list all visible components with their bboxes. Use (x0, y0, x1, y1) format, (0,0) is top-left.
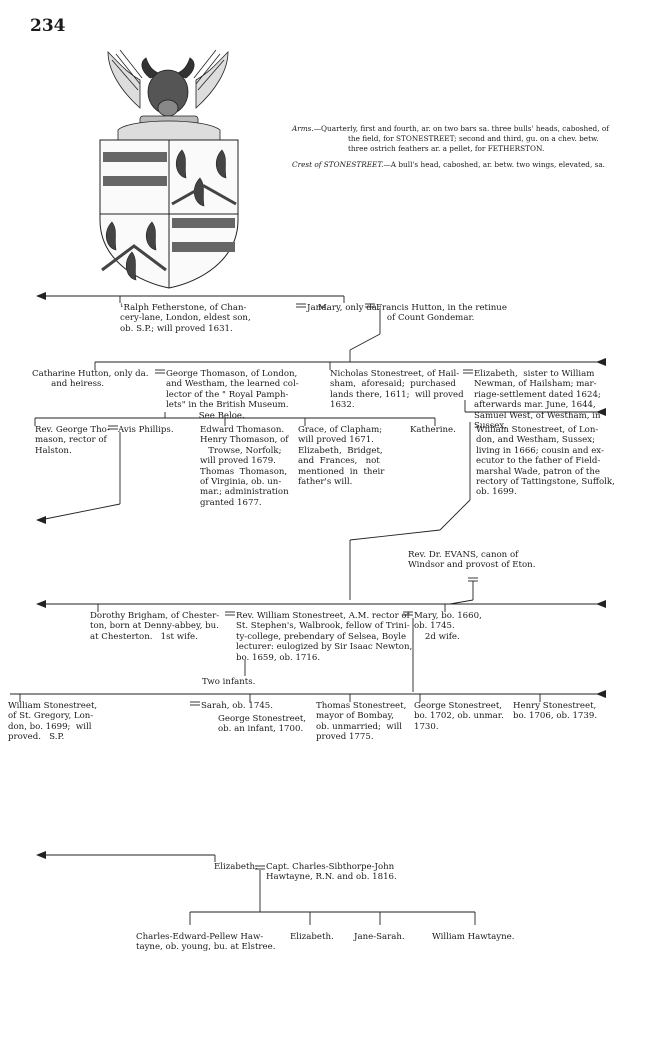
entry-henry-s: Henry Stonestreet, bo. 1706, ob. 1739. (513, 701, 597, 722)
entry-catharine: Catharine Hutton, only da. and heiress. (32, 369, 149, 390)
arms-text: —Quarterly, first and fourth, ar. on two… (314, 124, 609, 153)
arms-label: Arms. (292, 124, 314, 133)
entry-ralph: ¹Ralph Fetherstone, of Chan- cery-lane, … (120, 303, 251, 334)
entry-elizabeth-c: Elizabeth. (290, 932, 334, 942)
shield (100, 140, 238, 288)
entry-jane-sarah: Jane-Sarah. (354, 932, 405, 942)
entry-george-s: George Stonestreet, ob. an infant, 1700. (218, 714, 306, 735)
entry-charles-edward: Charles-Edward-Pellew Haw- tayne, ob. yo… (136, 932, 275, 953)
crest-wings (108, 50, 228, 108)
entry-elizabeth-h: Elizabeth. (214, 862, 258, 872)
entry-thomas-s: Thomas Stonestreet, mayor of Bombay, ob.… (316, 701, 406, 743)
entry-george-s2: George Stonestreet, bo. 1702, ob. unmar.… (414, 701, 504, 732)
entry-william-sen: William Stonestreet, of Lon- don, and We… (476, 425, 615, 498)
entry-nicholas: Nicholas Stonestreet, of Hail- sham, afo… (330, 369, 464, 411)
entry-avis: Avis Phillips. (118, 425, 174, 435)
entry-two-infants: Two infants. (202, 677, 255, 687)
entry-dorothy: Dorothy Brigham, of Chester- ton, born a… (90, 611, 219, 642)
entry-elizabeth-newman: Elizabeth, sister to William Newman, of … (474, 369, 601, 431)
crest-label: Crest of STONESTREET. (292, 160, 384, 169)
page-number: 234 (30, 16, 66, 36)
entry-mary-wife: Mary, bo. 1660, ob. 1745. 2d wife. (414, 611, 482, 642)
entry-william-jun: William Stonestreet, of St. Gregory, Lon… (8, 701, 97, 743)
entry-george-thomason: George Thomason, of London, and Westham,… (166, 369, 299, 421)
entry-grace: Grace, of Clapham; will proved 1671. Eli… (298, 425, 384, 487)
entry-francis: Francis Hutton, in the retinue of Count … (376, 303, 507, 324)
entry-edward: Edward Thomason. Henry Thomason, of Trow… (200, 425, 289, 508)
entry-rev-george: Rev. George Tho- mason, rector of Halsto… (35, 425, 110, 456)
entry-mary: Mary, only da. (318, 303, 380, 313)
bull-head-crest (142, 58, 194, 116)
crest-text: —A bull's head, caboshed, ar. betw. two … (384, 160, 606, 169)
entry-charles-capt: Capt. Charles-Sibthorpe-John Hawtayne, R… (266, 862, 397, 883)
arms-description: Arms.—Quarterly, first and fourth, ar. o… (292, 124, 612, 176)
entry-rev-william: Rev. William Stonestreet, A.M. rector of… (236, 611, 412, 663)
entry-william-h: William Hawtayne. (432, 932, 514, 942)
entry-katherine: Katherine. (410, 425, 456, 435)
helm-wreath (118, 116, 220, 140)
entry-sarah: Sarah, ob. 1745. (201, 701, 273, 711)
entry-evans: Rev. Dr. EVANS, canon of Windsor and pro… (408, 550, 535, 571)
